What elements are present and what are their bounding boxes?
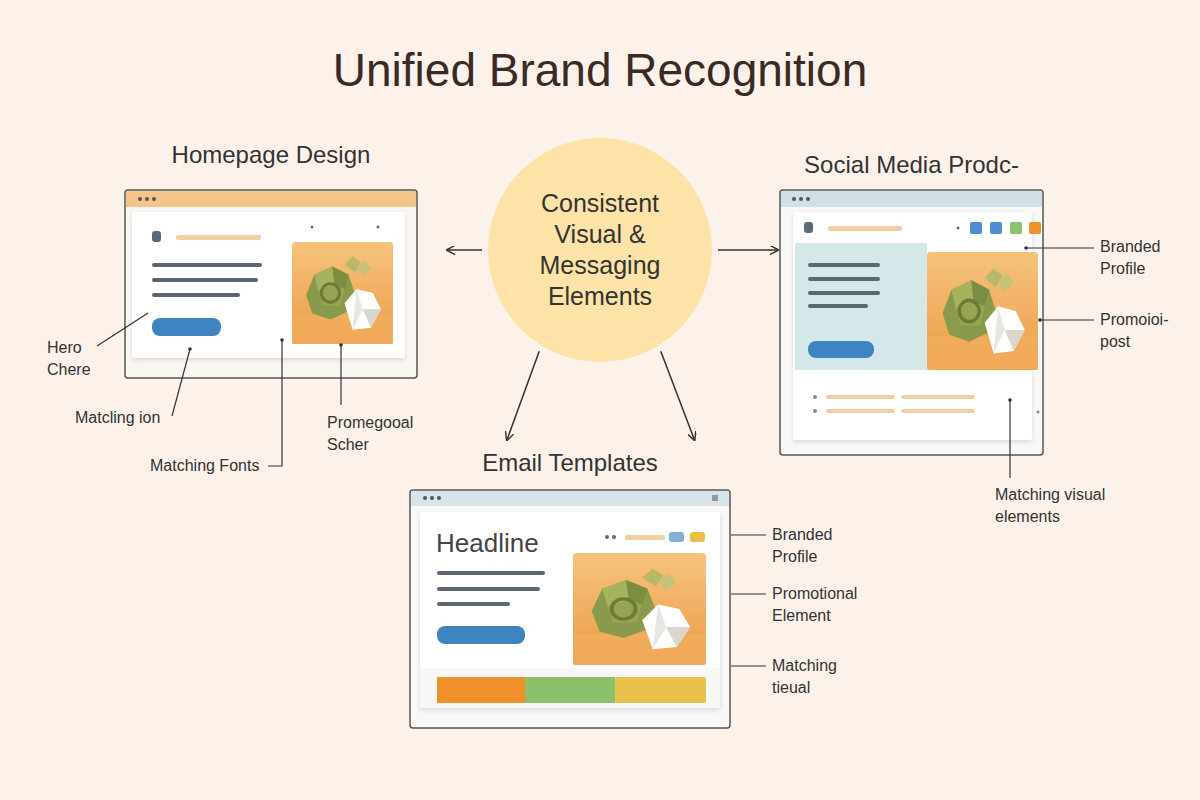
callout-label: Matching visual elements xyxy=(995,484,1145,528)
panel-heading: Social Media Prodc- xyxy=(774,148,1049,182)
diagram-title: Unified Brand Recognition xyxy=(0,42,1200,98)
channel-panel: Social Media Prodc- xyxy=(774,148,1049,455)
callout-label: Branded Profile xyxy=(1100,236,1180,280)
channel-panel: Homepage Design xyxy=(119,138,423,378)
mock-headline: Headline xyxy=(436,527,539,559)
flow-arrow xyxy=(507,351,539,440)
flow-arrow xyxy=(718,249,778,251)
circle-fill xyxy=(488,138,712,362)
circle-outline xyxy=(488,138,712,362)
hub-circle: Consistent Visual & Messaging Elements xyxy=(488,138,712,362)
flow-arrow xyxy=(661,351,695,440)
channel-panel: Email Templates xyxy=(404,446,736,728)
panel-heading: Homepage Design xyxy=(119,138,423,172)
callout-label: Branded Profile xyxy=(772,524,852,568)
flow-arrow xyxy=(447,249,482,251)
panel-heading: Email Templates xyxy=(404,446,736,480)
social-window xyxy=(780,190,1043,455)
callout-label: Promoioi- post xyxy=(1100,309,1185,353)
homepage-window xyxy=(125,190,417,378)
callout-label: Promegooal Scher xyxy=(327,412,437,456)
callout-label: Matcling ion xyxy=(75,407,160,429)
callout-label: Hero Chere xyxy=(47,337,102,381)
callout-label: Promotional Element xyxy=(772,583,882,627)
email-window xyxy=(410,490,730,728)
hub-text: Consistent Visual & Messaging Elements xyxy=(520,188,680,312)
callout-label: Matching tieual xyxy=(772,655,852,699)
callout-label: Matching Fonts xyxy=(150,455,259,477)
